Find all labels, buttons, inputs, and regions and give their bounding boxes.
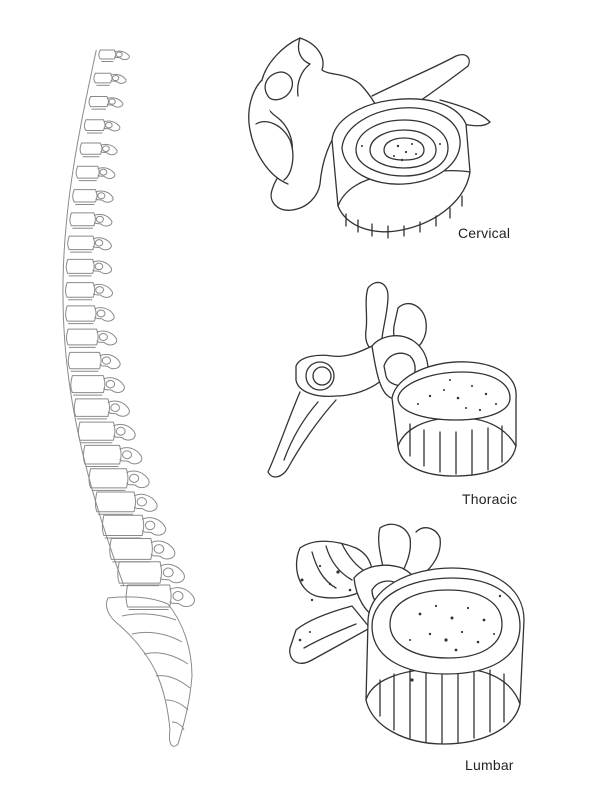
lumbar-label: Lumbar xyxy=(465,757,514,773)
spine-vertebra xyxy=(66,283,113,300)
spine-vertebra xyxy=(74,399,129,419)
spine-vertebra xyxy=(89,97,123,110)
sacrum xyxy=(106,597,192,746)
spine-vertebra xyxy=(73,190,113,205)
spine-vertebra xyxy=(83,445,141,466)
cervical-label: Cervical xyxy=(458,225,511,241)
spine-vertebra xyxy=(80,143,117,157)
spine-vertebra xyxy=(71,376,125,395)
spine-vertebra xyxy=(70,213,112,228)
spine-vertebra xyxy=(68,236,112,252)
thoracic-label: Thoracic xyxy=(462,491,518,507)
spine-vertebra xyxy=(67,329,117,347)
spine-vertebra xyxy=(126,585,194,610)
spine-vertebra xyxy=(66,259,111,276)
spine-vertebra xyxy=(84,120,119,133)
spine-vertebra xyxy=(68,352,120,371)
spine-vertebra xyxy=(78,422,135,443)
spine-vertebra xyxy=(76,166,115,180)
spine-vertebra xyxy=(99,50,130,62)
spine-vertebra xyxy=(89,469,149,491)
spine-vertebra xyxy=(94,73,126,85)
sacrum-segments xyxy=(122,614,190,730)
spine-anterior-outline xyxy=(63,50,124,585)
spine-vertebra xyxy=(66,306,115,324)
